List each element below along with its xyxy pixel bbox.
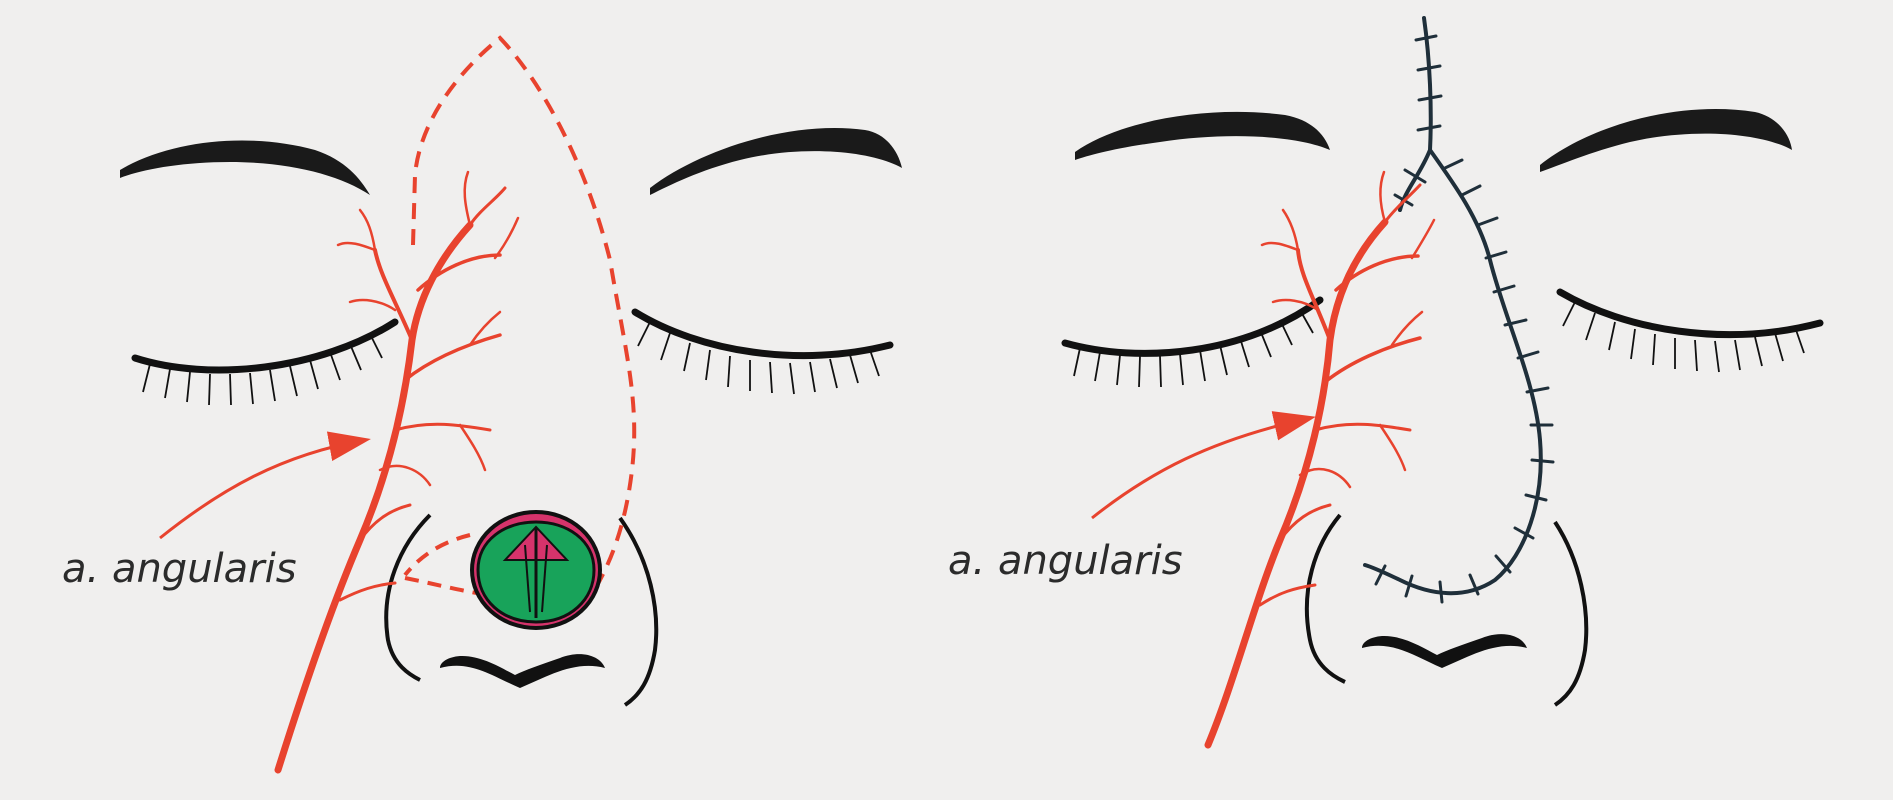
left-panel-right-eyebrow — [120, 140, 370, 195]
right-panel-artery-pointer-arrow — [1091, 411, 1316, 520]
left-panel-nose-right-ala — [618, 516, 659, 707]
left-panel-left-eyebrow — [650, 128, 902, 195]
right-panel-left-closed-eye — [1556, 288, 1824, 373]
right-panel-angular-artery — [1204, 170, 1436, 749]
right-panel-right-eyebrow — [1075, 111, 1330, 160]
left-panel-artery-pointer-arrow — [159, 431, 371, 540]
right-panel-right-closed-eye — [1061, 296, 1324, 388]
left-panel-left-closed-eye — [631, 308, 894, 395]
right-panel-nose-left-ala — [1304, 513, 1346, 684]
left-panel-right-closed-eye — [131, 318, 399, 406]
left-panel-nostril — [440, 654, 605, 688]
right-panel-sutured-incision — [1363, 16, 1543, 596]
right-panel-nostril — [1362, 634, 1527, 668]
left-panel-angular-artery — [274, 170, 520, 774]
right-panel-nose-right-ala — [1553, 520, 1589, 707]
right-panel-artery-label: a. angularis — [948, 538, 1183, 584]
left-panel-artery-label: a. angularis — [62, 546, 297, 592]
right-panel — [1061, 16, 1824, 749]
left-panel-flap-base-incision — [403, 533, 471, 577]
right-panel-left-eyebrow — [1540, 108, 1792, 172]
left-panel-nasal-defect — [470, 510, 602, 630]
right-panel-suture-stitches — [1374, 34, 1555, 604]
left-panel-nose-left-ala — [384, 513, 432, 682]
left-panel — [120, 35, 902, 774]
